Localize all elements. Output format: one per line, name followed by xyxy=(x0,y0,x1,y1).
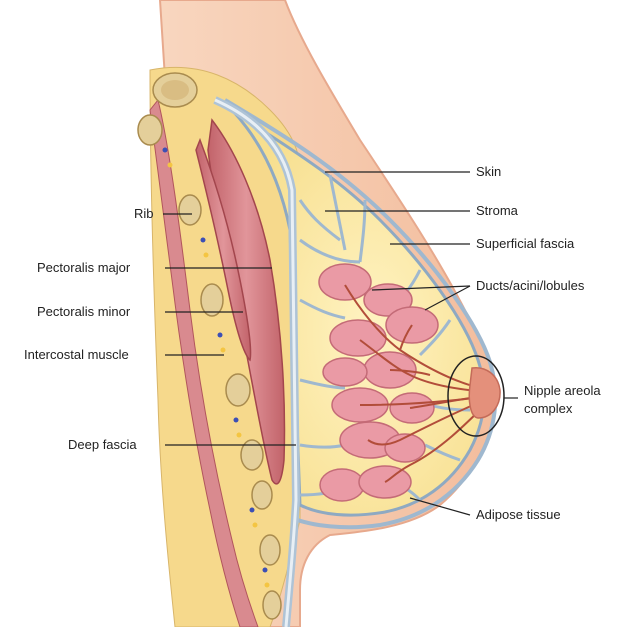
label-ducts-acini-lobules: Ducts/acini/lobules xyxy=(476,278,584,294)
label-nipple-areola-line2: complex xyxy=(524,401,572,417)
lobule xyxy=(319,264,371,300)
label-pectoralis-minor: Pectoralis minor xyxy=(37,304,130,320)
rib xyxy=(226,374,250,406)
lobule xyxy=(323,358,367,386)
label-superficial-fascia: Superficial fascia xyxy=(476,236,574,252)
label-intercostal-muscle: Intercostal muscle xyxy=(24,347,129,363)
rib xyxy=(201,284,223,316)
rib xyxy=(263,591,281,619)
label-deep-fascia: Deep fascia xyxy=(68,437,137,453)
rib xyxy=(138,115,162,145)
label-rib: Rib xyxy=(134,206,154,222)
clavicle-marrow xyxy=(161,80,189,100)
label-pectoralis-major: Pectoralis major xyxy=(37,260,130,276)
label-skin: Skin xyxy=(476,164,501,180)
label-adipose-tissue: Adipose tissue xyxy=(476,507,561,523)
rib xyxy=(179,195,201,225)
label-nipple-areola-line1: Nipple areola xyxy=(524,383,601,399)
lobule xyxy=(330,320,386,356)
label-stroma: Stroma xyxy=(476,203,518,219)
rib xyxy=(260,535,280,565)
rib xyxy=(252,481,272,509)
lobule xyxy=(320,469,364,501)
